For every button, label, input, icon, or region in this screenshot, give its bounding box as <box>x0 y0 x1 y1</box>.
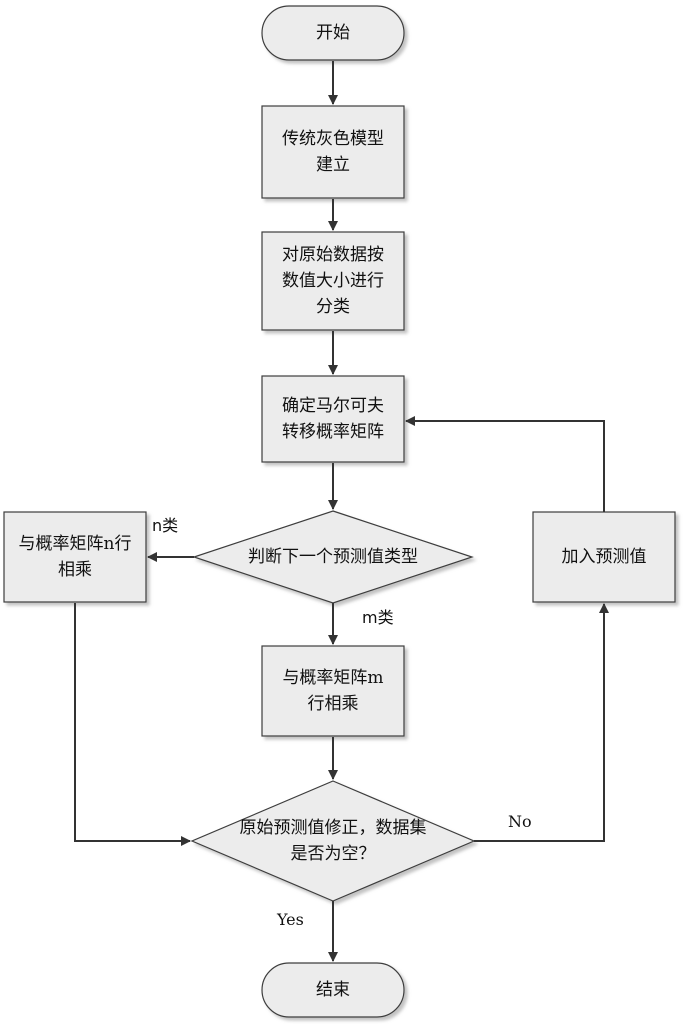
edge-label-m-class: m类 <box>362 604 394 628</box>
classify-data-label: 对原始数据按 数值大小进行 分类 <box>262 232 404 330</box>
multiply-row-n-label: 与概率矩阵n行 相乘 <box>4 512 146 602</box>
arrow-add-to-markov <box>406 421 604 512</box>
end-label: 结束 <box>262 963 404 1017</box>
arrow-check-no-to-add <box>474 604 604 841</box>
traditional-grey-model-label: 传统灰色模型 建立 <box>262 106 404 198</box>
add-prediction-label: 加入预测值 <box>533 512 675 602</box>
arrow-row-n-to-check <box>75 603 190 841</box>
correct-check-label: 原始预测值修正，数据集 是否为空？ <box>200 812 466 870</box>
markov-matrix-label: 确定马尔可夫 转移概率矩阵 <box>262 376 404 462</box>
start-label: 开始 <box>262 6 404 60</box>
multiply-row-m-label: 与概率矩阵m 行相乘 <box>262 646 404 736</box>
judge-type-label: 判断下一个预测值类型 <box>204 540 462 574</box>
edge-label-no: No <box>508 812 532 831</box>
edge-label-yes: Yes <box>277 910 304 929</box>
edge-label-n-class: n类 <box>152 512 178 536</box>
